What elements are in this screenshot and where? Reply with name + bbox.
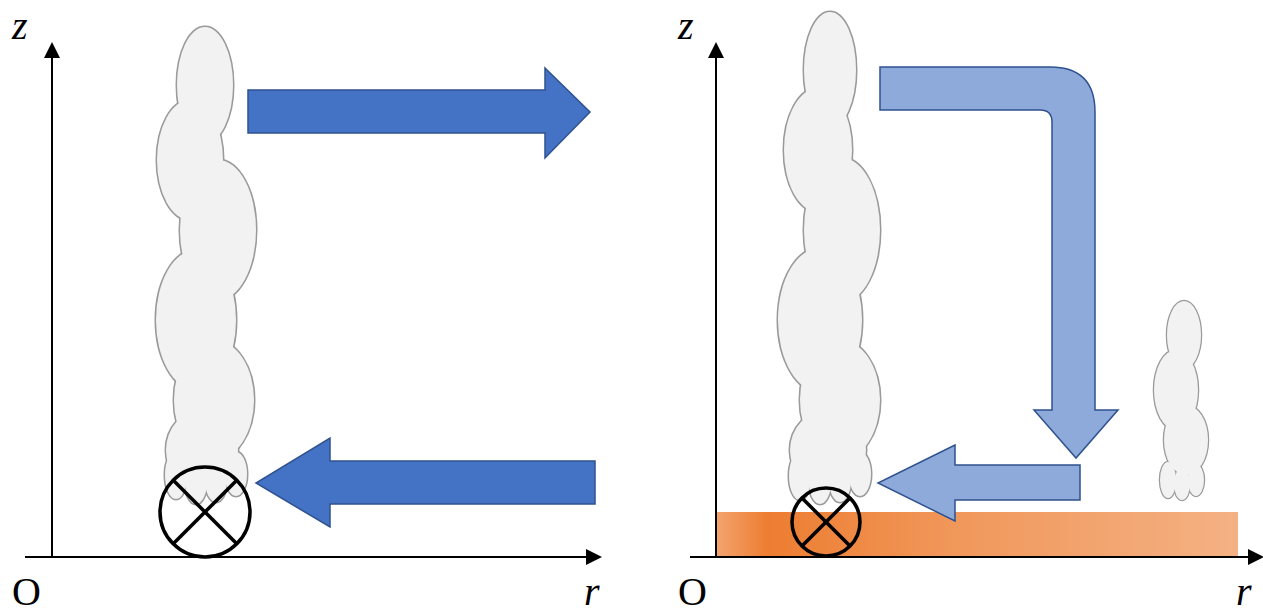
axis-label: r — [1236, 572, 1252, 612]
ground-band — [52, 512, 422, 556]
axis-label: r — [584, 572, 600, 612]
cloud — [156, 27, 256, 504]
origin-label: O — [12, 572, 41, 612]
axis-label: z — [12, 6, 28, 46]
cloud — [1154, 301, 1208, 500]
axis-label: z — [678, 6, 694, 46]
vortex-symbol — [160, 467, 250, 557]
inflow-arrow — [878, 445, 1080, 521]
origin-label: O — [678, 572, 707, 612]
outflow-arrow — [248, 68, 590, 158]
vortex-symbol — [792, 488, 860, 556]
inflow-arrow — [256, 438, 595, 527]
axes — [25, 48, 1258, 557]
subsidence-arrow — [880, 67, 1118, 458]
cloud — [778, 12, 880, 504]
